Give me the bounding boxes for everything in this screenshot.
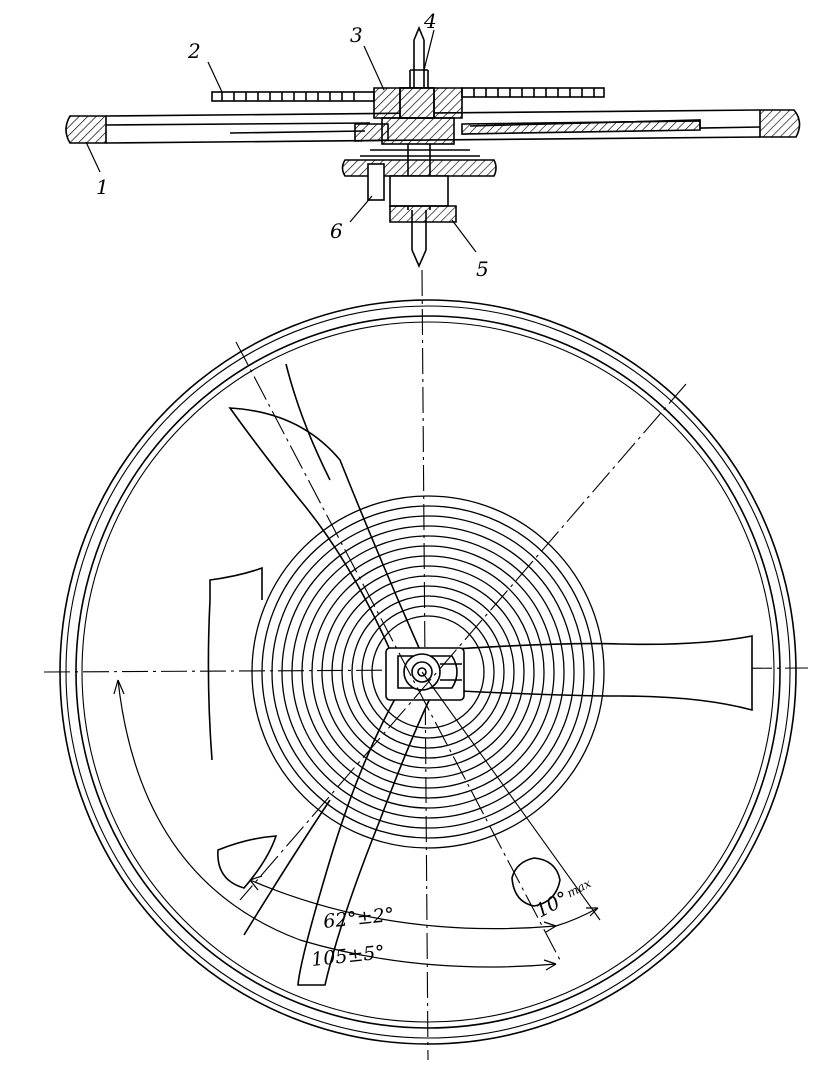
rim-section-right	[759, 109, 801, 138]
arm-right	[439, 635, 753, 712]
rim-slot-left	[217, 835, 278, 889]
part-label-5: 5	[476, 257, 489, 281]
part-label-2: 2	[187, 39, 201, 63]
cross-section-view	[65, 25, 801, 268]
part-label-3: 3	[350, 23, 363, 47]
dim-arc-10	[555, 907, 599, 927]
part-label-4: 4	[423, 9, 437, 33]
collet-plan	[385, 647, 465, 701]
hairspring-coils	[251, 495, 605, 849]
roller-table	[341, 149, 497, 223]
impulse-pin	[367, 163, 385, 201]
arm-section-right	[461, 120, 701, 135]
rim-section-left	[65, 115, 107, 144]
rim-cutout-left	[209, 566, 263, 600]
plan-view	[43, 299, 809, 1045]
part-label-6: 6	[330, 219, 343, 243]
dim-arc-62	[249, 879, 557, 930]
balance-staff	[407, 25, 431, 268]
rim-slot-right	[511, 857, 561, 907]
part-label-1: 1	[96, 175, 109, 199]
part-labels: 1 2 3 4 5 6	[96, 9, 489, 281]
dim-arc-105	[117, 679, 557, 968]
